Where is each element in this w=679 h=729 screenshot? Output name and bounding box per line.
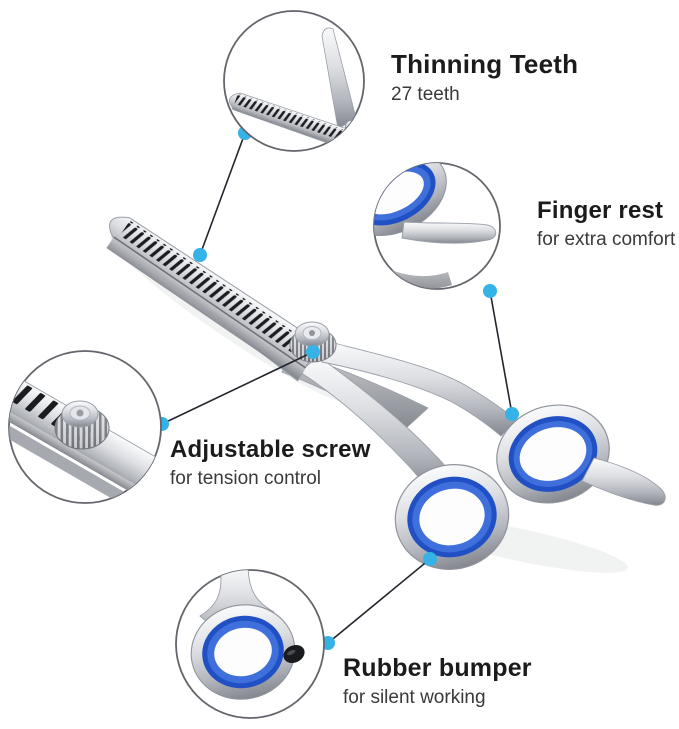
callout-title-adjustable-screw: Adjustable screw bbox=[170, 436, 371, 463]
callout-subtitle-thinning-teeth: 27 teeth bbox=[391, 83, 460, 105]
magnified-rubber-bumper bbox=[283, 645, 305, 663]
leader-line-thinning-teeth bbox=[199, 132, 246, 256]
callout-label-finger-rest: Finger rest for extra comfort bbox=[537, 197, 675, 251]
leader-dot bbox=[483, 284, 497, 298]
leader-line-rubber-bumper bbox=[327, 558, 431, 644]
scissors-product bbox=[106, 216, 666, 570]
callout-subtitle-finger-rest: for extra comfort bbox=[537, 228, 676, 250]
leader-dot bbox=[193, 248, 207, 262]
magnified-plain-blade-tip bbox=[321, 27, 357, 130]
leader-line-adjustable-screw bbox=[161, 351, 314, 425]
finger-rest-tang bbox=[581, 457, 666, 506]
callout-title-finger-rest: Finger rest bbox=[537, 197, 664, 224]
leader-lines bbox=[161, 132, 513, 644]
callout-subtitle-adjustable-screw: for tension control bbox=[170, 467, 322, 489]
callout-title-thinning-teeth: Thinning Teeth bbox=[391, 49, 579, 79]
leader-dot bbox=[423, 552, 437, 566]
thinning-blade bbox=[106, 216, 320, 382]
leader-line-finger-rest bbox=[489, 290, 513, 415]
callout-subtitle-rubber-bumper: for silent working bbox=[343, 686, 486, 708]
callout-label-adjustable-screw: Adjustable screw for tension control bbox=[170, 436, 371, 490]
magnified-adjustable-screw bbox=[54, 400, 110, 450]
callout-title-rubber-bumper: Rubber bumper bbox=[343, 654, 532, 682]
callout-circle-finger-rest bbox=[373, 162, 501, 290]
callout-circle-rubber-bumper bbox=[175, 569, 325, 719]
leader-dots bbox=[155, 126, 519, 650]
finger-ring bbox=[394, 464, 510, 570]
magnified-bumper-ring bbox=[190, 604, 296, 700]
callout-label-thinning-teeth: Thinning Teeth 27 teeth bbox=[391, 49, 579, 107]
callout-circle-thinning-teeth bbox=[223, 10, 365, 152]
leader-dot bbox=[505, 407, 519, 421]
thinning-teeth-row bbox=[119, 220, 308, 357]
leader-dot bbox=[306, 345, 320, 359]
callout-label-rubber-bumper: Rubber bumper for silent working bbox=[343, 654, 532, 710]
thumb-ring bbox=[496, 404, 610, 504]
magnified-finger-rest-tang bbox=[401, 221, 497, 244]
